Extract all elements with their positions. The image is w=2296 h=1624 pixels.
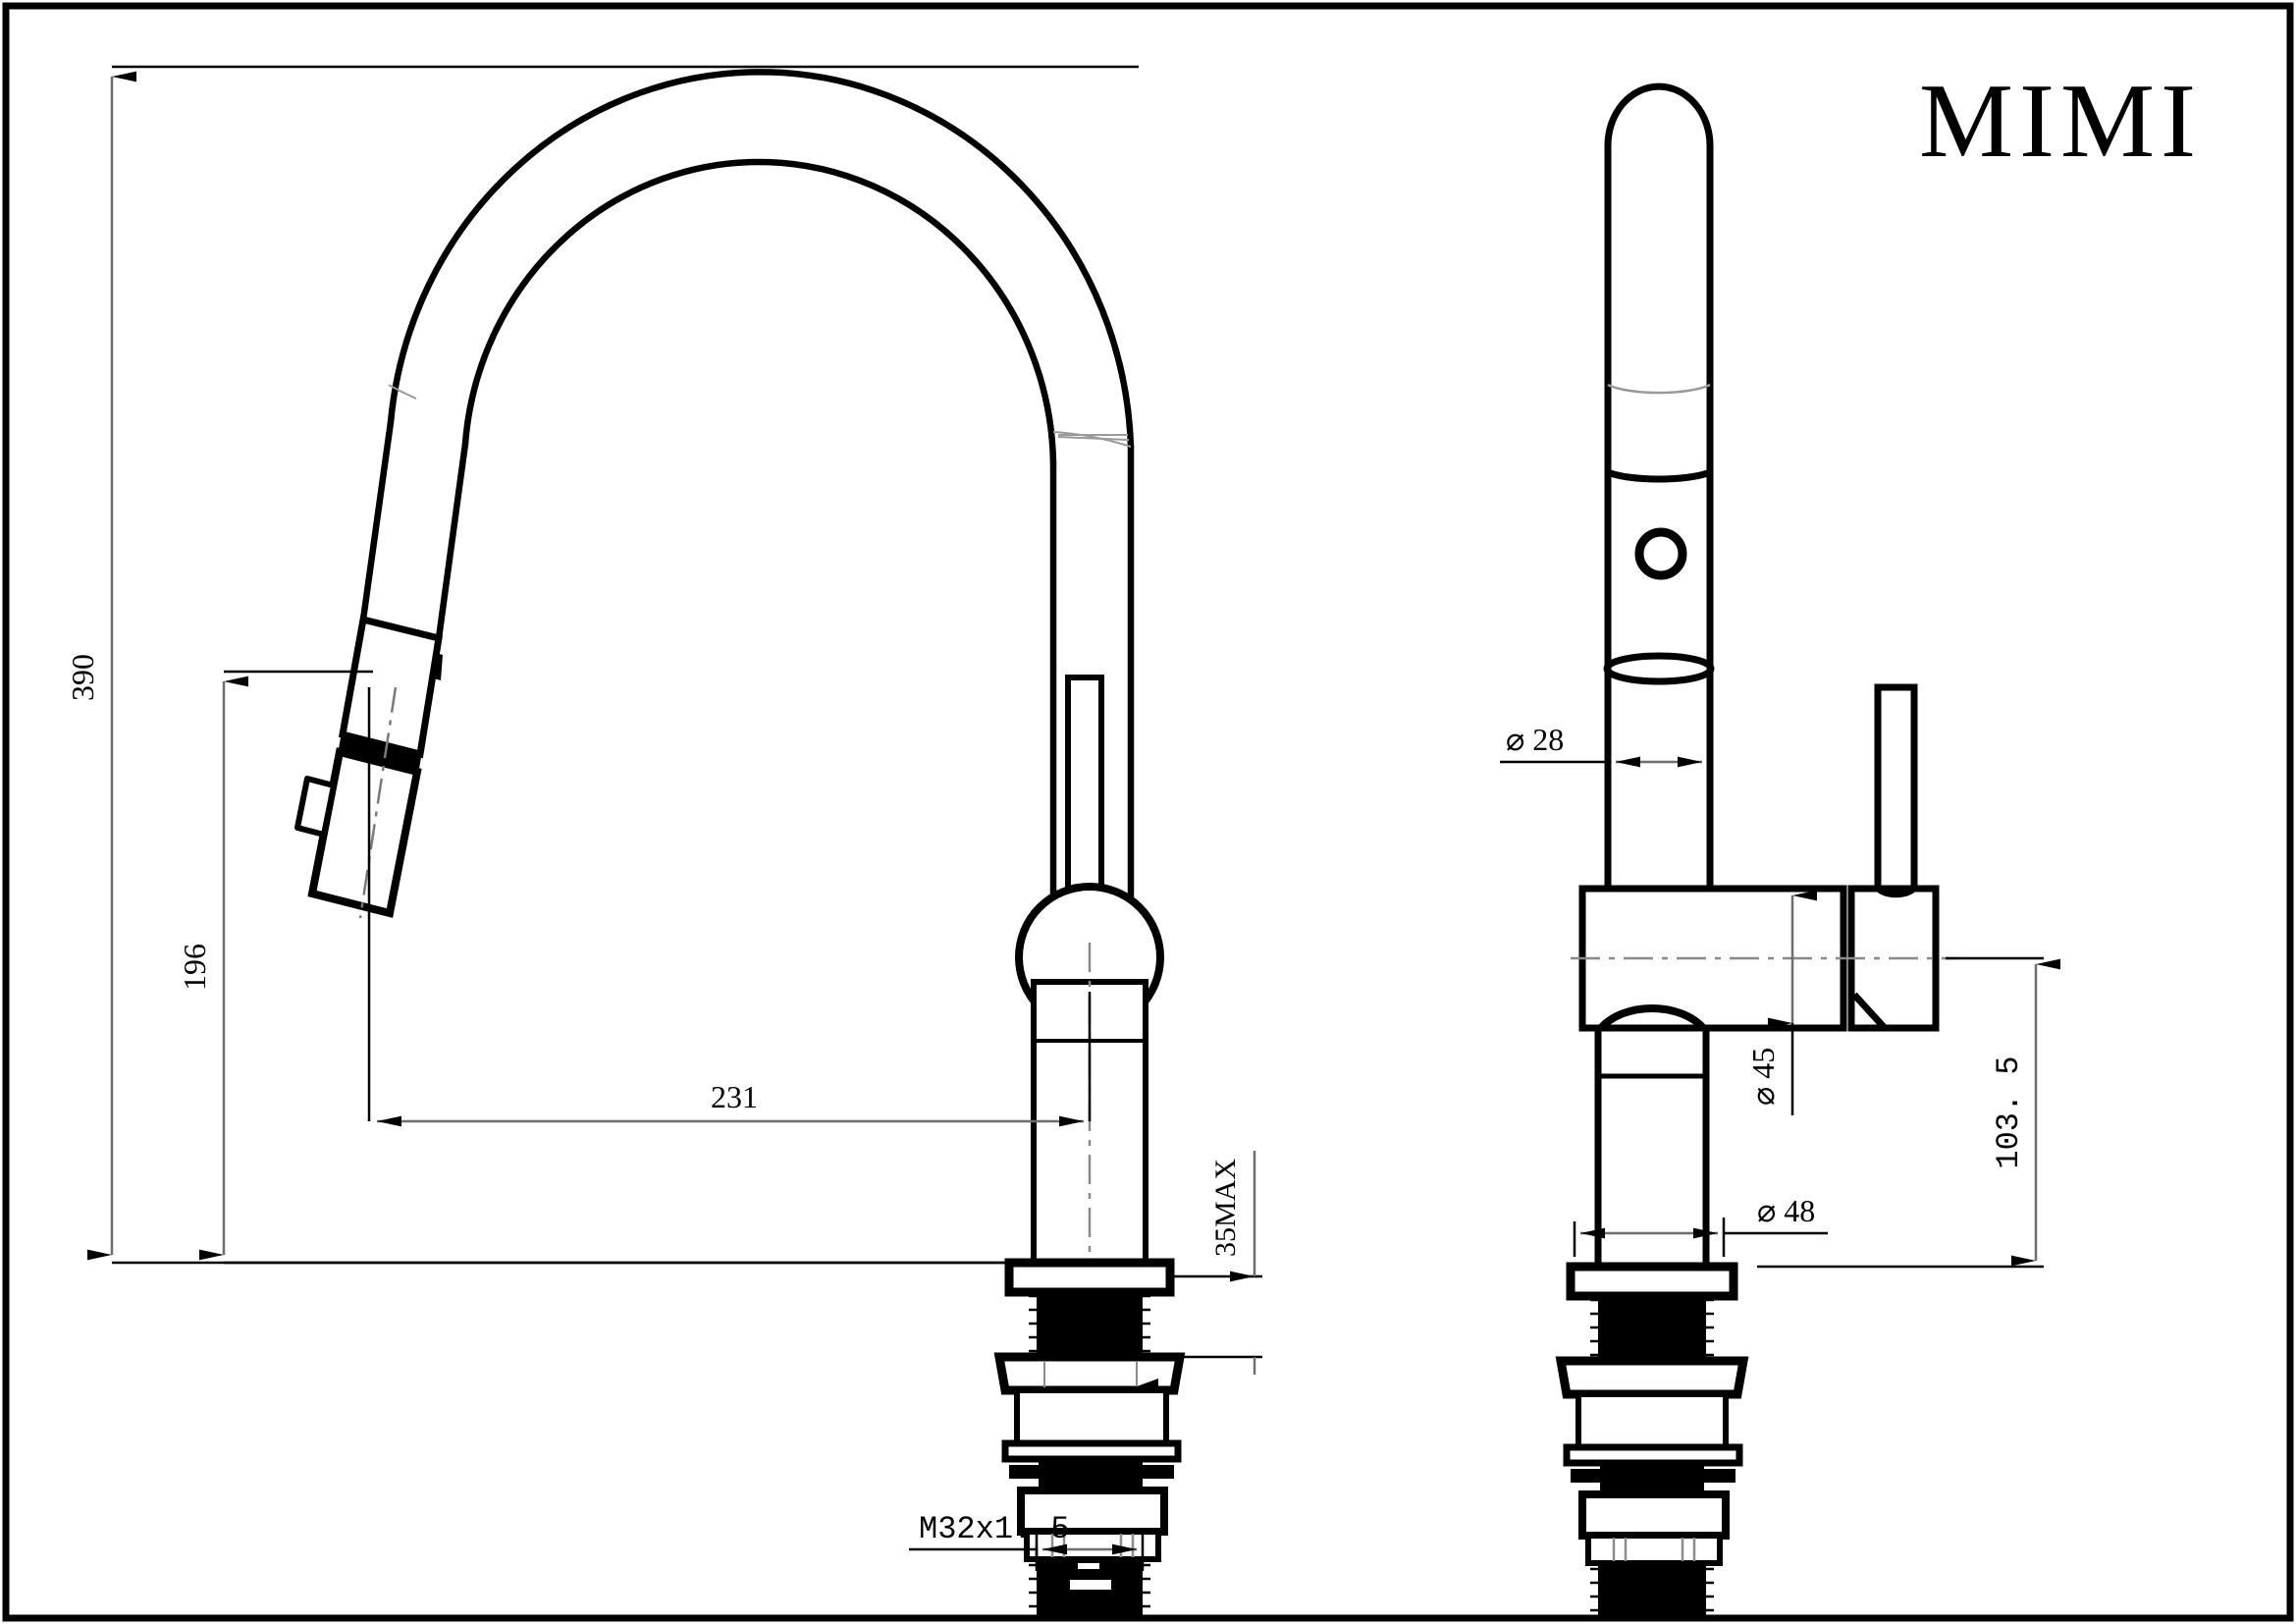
front-view-group [294,69,1186,1620]
deck-mount-assembly-front [993,1258,1186,1620]
handle-lever-side[interactable] [1874,683,1918,893]
dimension-label-body-diameter: ⌀ 45 [1745,1048,1781,1106]
threaded-shank [1037,1292,1143,1357]
handle-hub-bevel [1851,992,1888,1031]
shank-dark-band [1039,1457,1143,1490]
dimension-label-wand-diameter: ⌀ 28 [1506,722,1564,757]
spout-seam-upper [1057,436,1130,441]
spray-head [294,615,443,919]
dimension-label-spout-height: 196 [177,944,212,991]
dimension-wand-diameter: ⌀ 28 [1500,687,1710,785]
spray-head-centerline [358,686,398,919]
spray-head-nib [434,653,443,680]
dimension-base-diameter: ⌀ 48 [1573,1193,1828,1257]
wand-seam-upper [1607,383,1711,395]
lock-nut-side [1578,1490,1730,1540]
thin-washer-side-1 [1563,1443,1743,1467]
tail-slot-small [1078,1563,1099,1569]
column-dome [1597,1003,1707,1031]
rubber-washer-side [1555,1356,1749,1399]
dimension-label-handle-height: 103. 5 [1991,1056,2027,1168]
dimension-body-diameter: ⌀ 45 [1745,890,1817,1115]
dimension-label-base-diameter: ⌀ 48 [1757,1193,1815,1228]
spray-mode-button[interactable] [1634,527,1687,580]
base-flange-side [1566,1262,1738,1301]
dimension-max-deck-thickness: 35MAX [1174,1151,1262,1375]
dimension-thread-spec: M32x1. 5 [909,1511,1145,1571]
lower-thread-hatching [1029,1563,1150,1608]
deck-mount-assembly-side [1555,1262,1749,1620]
dimension-label-thread-spec: M32x1. 5 [919,1511,1070,1547]
spray-head-nozzle [307,747,422,918]
dimension-spout-reach: 231 [367,687,1092,1127]
thread-hatching [1029,1294,1150,1353]
tail-slot [1070,1580,1111,1590]
spray-wand [1604,82,1714,893]
thin-washer-1 [1001,1439,1182,1463]
handle-lever-front[interactable] [1065,675,1104,911]
wand-seam-lower [1603,652,1715,685]
handle-lever-foot-curve [1875,886,1917,898]
brand-logo: MIMI [1919,63,2202,180]
dimension-overall-height: 390 [65,65,1139,1265]
spray-head-release-tab[interactable] [294,776,337,838]
side-view-group [1555,82,1957,1620]
dimension-handle-height: 103. 5 [1757,956,2060,1269]
base-flange [1004,1258,1175,1297]
dimension-spout-height: 196 [177,670,1007,1265]
dimension-label-overall-height: 390 [65,654,100,701]
washer-block [1014,1387,1169,1446]
spray-head-upper-barrel [338,615,443,759]
dimension-label-max-deck-thickness: 35MAX [1209,1159,1242,1257]
spout-seam-lines [388,384,1132,448]
threaded-shank-side [1598,1296,1706,1361]
lower-threaded-tail-side [1598,1563,1706,1620]
shank-dark-band-side [1600,1461,1704,1494]
washer-block-side [1575,1391,1729,1450]
lock-nut [1017,1487,1168,1536]
wand-band-line [1606,468,1712,483]
lock-nut-lower-side [1585,1533,1723,1566]
dimension-label-spout-reach: 231 [711,1079,758,1114]
